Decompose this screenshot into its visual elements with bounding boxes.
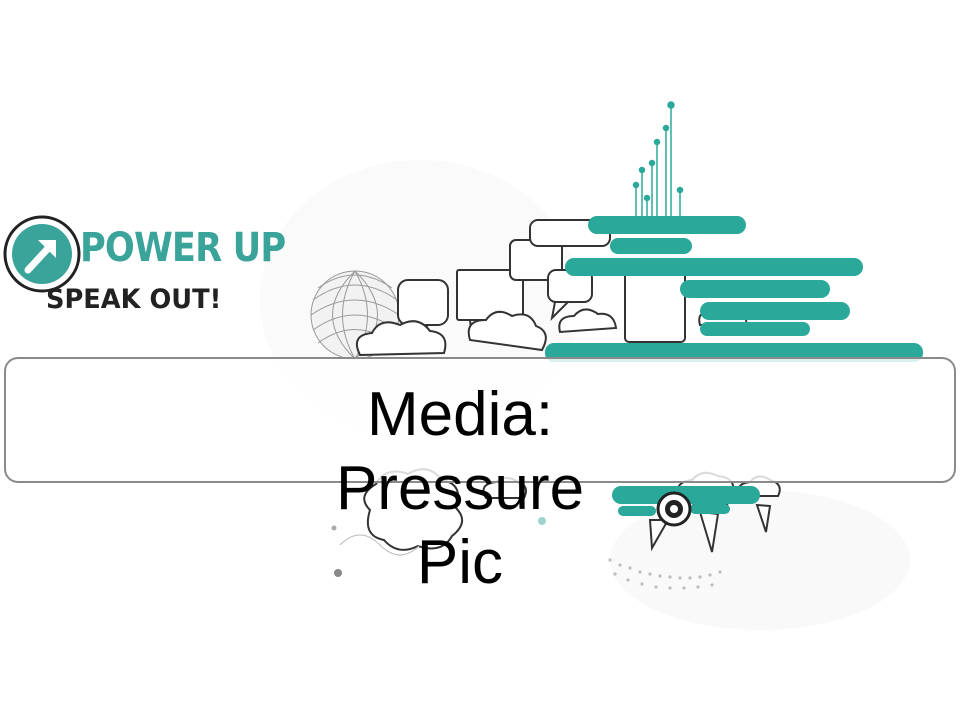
logo-text-speak-out: SPEAK OUT! — [46, 284, 222, 315]
title-line-3: Pic — [416, 528, 504, 597]
antenna-lines — [632, 101, 684, 218]
title-line-2: Pressure — [335, 454, 585, 523]
slide-title: Media: Pressure Pic — [260, 378, 660, 600]
halftone-dots — [608, 558, 722, 590]
target-icon — [656, 491, 692, 527]
title-line-1: Media: — [366, 380, 554, 449]
arrow-circle-icon — [3, 215, 81, 293]
title-box — [4, 357, 956, 483]
logo — [3, 215, 81, 293]
scatter-dots — [331, 517, 546, 577]
logo-text-power-up: POWER UP — [80, 225, 286, 271]
